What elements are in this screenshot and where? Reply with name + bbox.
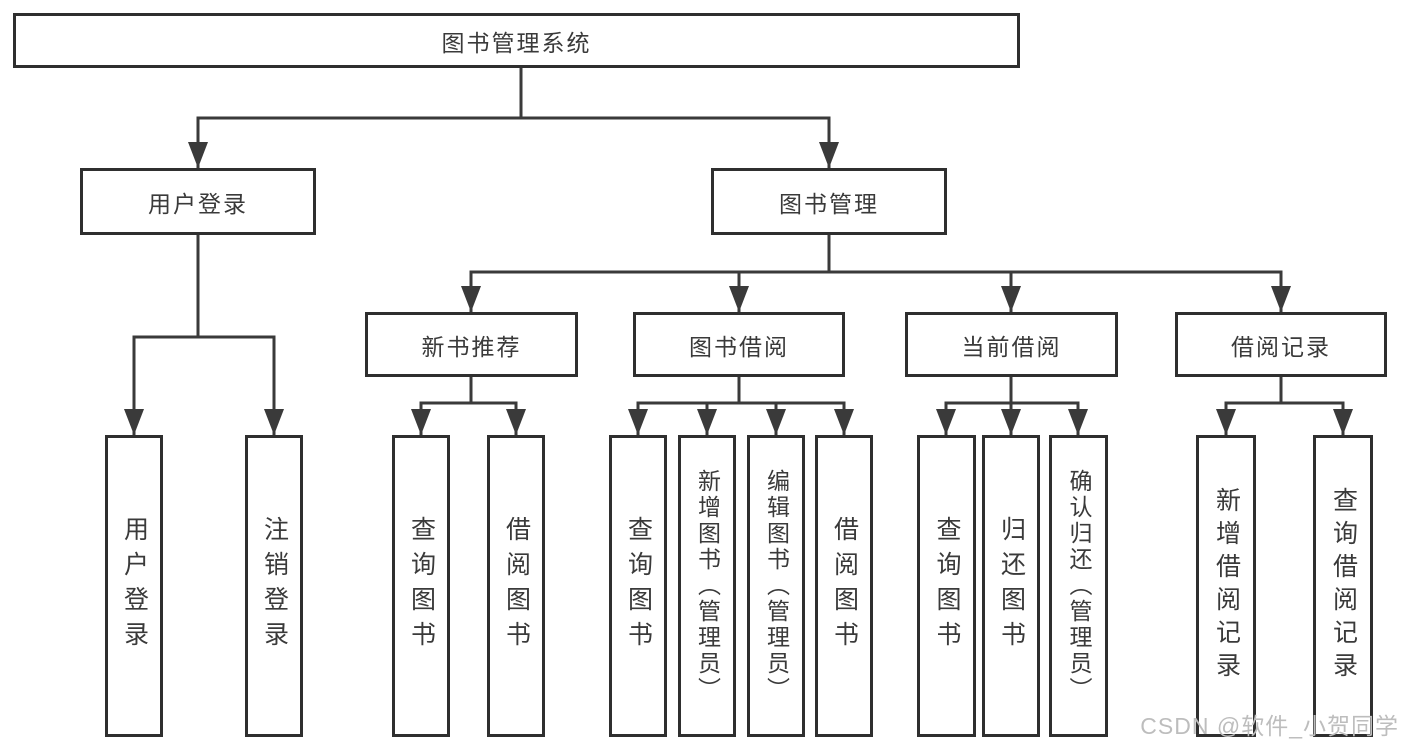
node-root-label: 图书管理系统: [441, 29, 592, 56]
node-leaf-confirm-return-admin: 确认归还（管理员）: [1049, 435, 1108, 737]
watermark-text: CSDN @软件_小贺同学: [1140, 713, 1399, 739]
node-root: 图书管理系统: [13, 13, 1020, 68]
node-user-login-label: 用户登录: [148, 190, 248, 217]
node-borrow-records-label: 借阅记录: [1231, 333, 1331, 360]
node-leaf-add-borrow-record-label: 新增借阅记录: [1212, 487, 1241, 685]
node-leaf-query-books-1: 查询图书: [392, 435, 450, 737]
node-leaf-edit-book-admin: 编辑图书（管理员）: [747, 435, 805, 737]
node-book-management: 图书管理: [711, 168, 947, 235]
node-current-borrow: 当前借阅: [905, 312, 1118, 377]
node-leaf-logout-label: 注销登录: [260, 516, 289, 656]
node-leaf-borrow-books-2-label: 借阅图书: [830, 516, 859, 656]
arrow-down-icon: [124, 142, 1353, 435]
node-leaf-query-borrow-record: 查询借阅记录: [1313, 435, 1373, 737]
node-leaf-borrow-books-2: 借阅图书: [815, 435, 873, 737]
node-leaf-user-login: 用户登录: [105, 435, 163, 737]
node-leaf-user-login-label: 用户登录: [120, 516, 149, 656]
node-leaf-query-books-2: 查询图书: [609, 435, 667, 737]
node-leaf-borrow-books-1-label: 借阅图书: [502, 516, 531, 656]
node-leaf-add-borrow-record: 新增借阅记录: [1196, 435, 1256, 737]
node-leaf-query-books-3-label: 查询图书: [933, 516, 961, 656]
node-leaf-return-books-label: 归还图书: [997, 516, 1026, 656]
node-leaf-confirm-return-admin-label: 确认归还（管理员）: [1066, 469, 1092, 703]
node-leaf-borrow-books-1: 借阅图书: [487, 435, 545, 737]
node-new-book-recommend: 新书推荐: [365, 312, 578, 377]
node-book-borrow: 图书借阅: [633, 312, 845, 377]
node-current-borrow-label: 当前借阅: [961, 333, 1062, 360]
node-leaf-return-books: 归还图书: [982, 435, 1040, 737]
node-leaf-add-book-admin-label: 新增图书（管理员）: [694, 469, 721, 703]
node-leaf-query-books-2-label: 查询图书: [624, 516, 653, 656]
node-leaf-query-borrow-record-label: 查询借阅记录: [1329, 487, 1358, 685]
node-user-login: 用户登录: [80, 168, 316, 235]
node-leaf-add-book-admin: 新增图书（管理员）: [678, 435, 736, 737]
node-leaf-query-books-1-label: 查询图书: [407, 516, 436, 656]
node-leaf-edit-book-admin-label: 编辑图书（管理员）: [763, 469, 790, 703]
node-leaf-logout: 注销登录: [245, 435, 303, 737]
node-leaf-query-books-3: 查询图书: [917, 435, 976, 737]
node-borrow-records: 借阅记录: [1175, 312, 1387, 377]
node-book-borrow-label: 图书借阅: [689, 333, 789, 360]
node-new-book-recommend-label: 新书推荐: [421, 333, 522, 360]
node-book-management-label: 图书管理: [779, 190, 879, 217]
